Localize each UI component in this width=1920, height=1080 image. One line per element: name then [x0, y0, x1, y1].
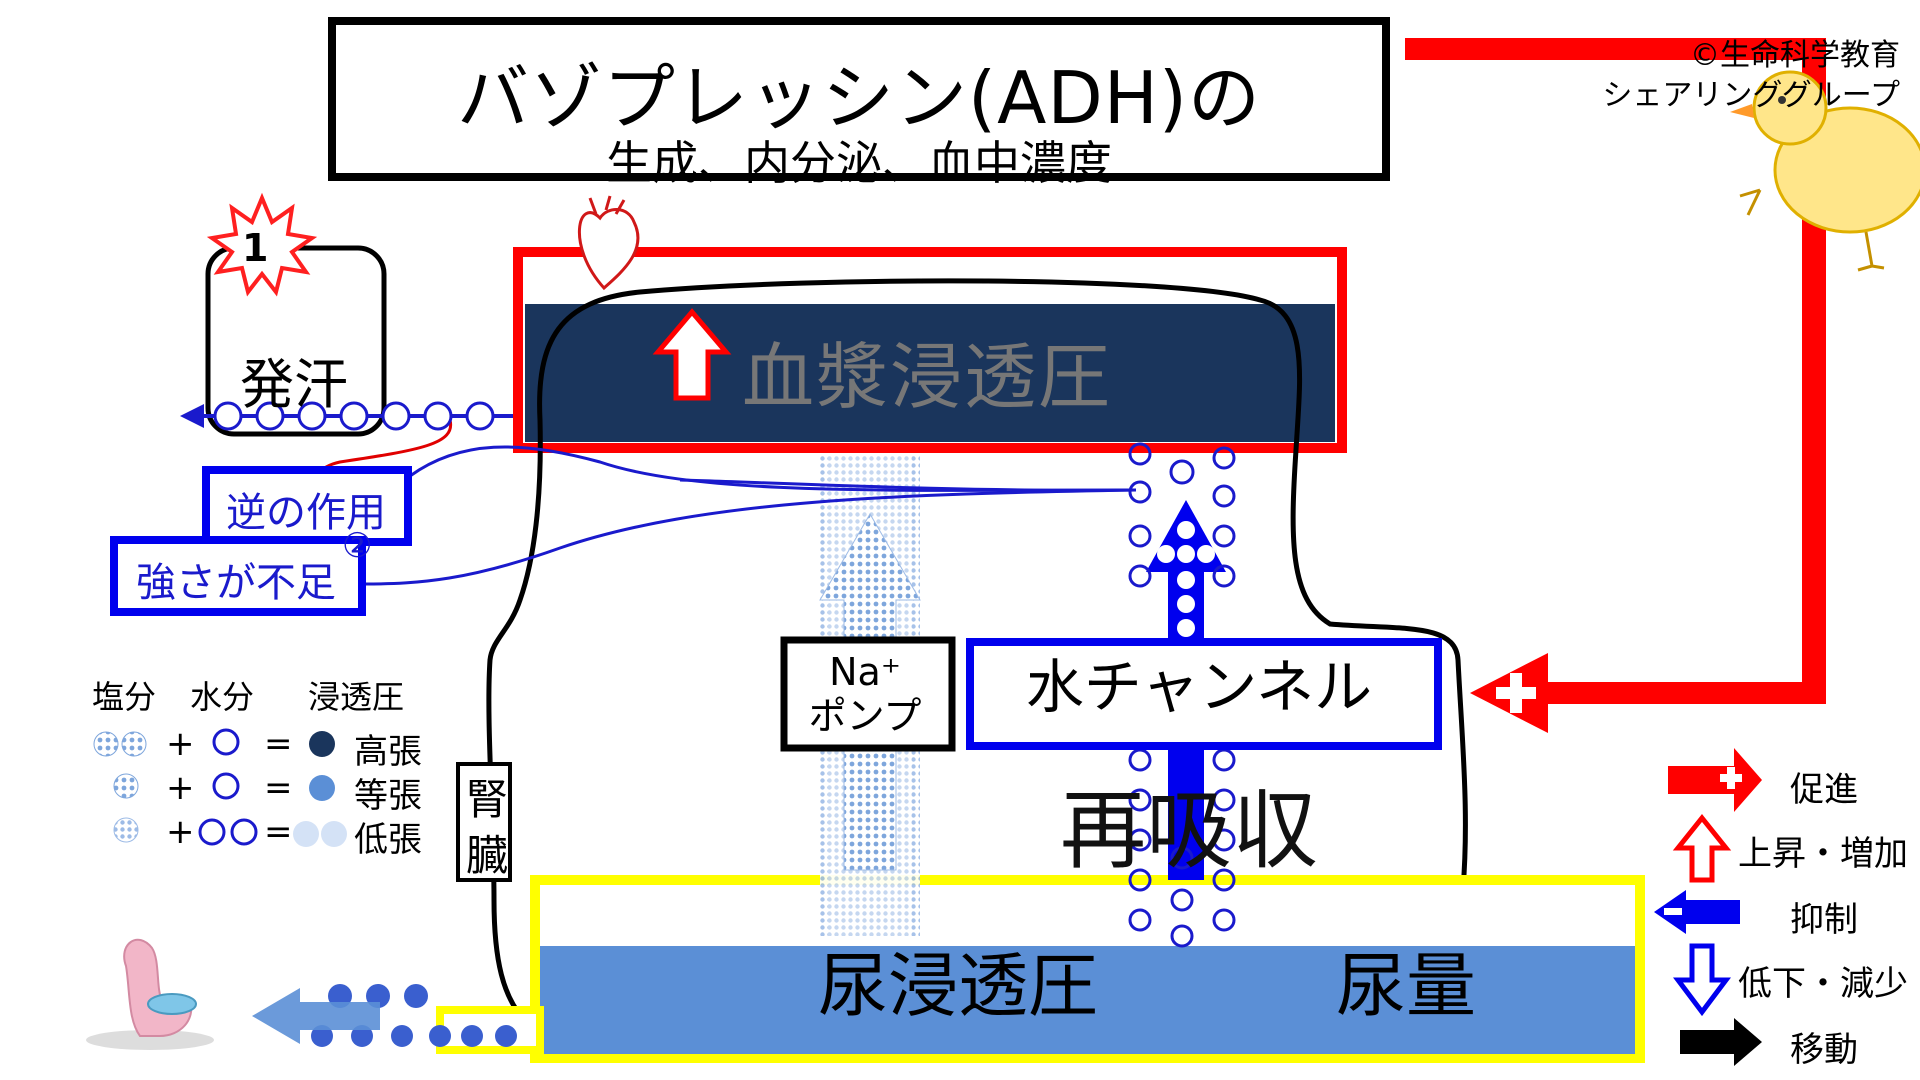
title-sub: 生成、内分泌、血中濃度	[606, 136, 1112, 190]
key-inhibit: 抑制	[1790, 900, 1858, 940]
aquaporin-label: 水チャンネル	[1025, 653, 1373, 721]
urine-osmolality-label: 尿浸透圧	[818, 945, 1098, 1027]
key-increase: 上昇・増加	[1738, 834, 1908, 874]
legend-plus-2: +	[166, 768, 195, 808]
key-arrows	[1654, 748, 1762, 1066]
na-pump-line1: Na⁺	[829, 650, 901, 694]
legend-row-iso: 等張	[354, 776, 422, 816]
sweat-water-dots	[213, 401, 495, 431]
title-main: バゾプレッシン(ADH)の	[456, 56, 1262, 140]
burst-badge-1	[206, 192, 318, 297]
legend-plus-1: +	[166, 724, 195, 764]
kidney-label: 腎 臓	[462, 772, 512, 884]
promote-arrow-icon	[1668, 748, 1762, 812]
increase-arrow-icon	[1672, 813, 1732, 883]
kidney-line1: 腎	[465, 775, 508, 824]
move-arrow-icon	[1680, 1018, 1762, 1066]
na-pump-line2: ポンプ	[808, 694, 922, 738]
urine-outflow	[252, 984, 544, 1054]
credit-line2: シェアリンググループ	[1602, 78, 1900, 113]
legend-eq-2: =	[264, 768, 293, 808]
legend-plus-3: +	[166, 812, 195, 852]
key-promote: 促進	[1790, 770, 1858, 810]
legend-symbols	[93, 728, 347, 847]
urine-fill	[540, 946, 1635, 1054]
plasma-label: 血漿浸透圧	[742, 335, 1113, 419]
title-box: バゾプレッシン(ADH)の 生成、内分泌、血中濃度	[328, 17, 1390, 190]
legend-eq-1: =	[264, 724, 293, 764]
credit-line1: ©生命科学教育	[1690, 38, 1900, 73]
feedback-red-line	[1405, 38, 1826, 733]
water-dots-inner	[1157, 521, 1215, 637]
legend-row-low: 低張	[354, 820, 422, 860]
link-line-insufficient	[363, 488, 1137, 586]
reabsorption-label: 再吸収	[1060, 781, 1318, 881]
legend-header-osm: 浸透圧	[308, 678, 405, 716]
na-pump-label: Na⁺ ポンプ	[790, 650, 940, 738]
kidney-line2: 臓	[465, 831, 508, 880]
aquaporin-box	[966, 638, 1442, 750]
key-move: 移動	[1790, 1030, 1858, 1070]
insufficient-box	[110, 536, 366, 616]
badge-2: ②	[342, 526, 373, 566]
badge-1: 1	[242, 226, 269, 270]
heart-icon	[578, 195, 640, 291]
legend-eq-3: =	[264, 812, 293, 852]
plasma-up-arrow	[652, 308, 732, 401]
toilet-icon	[86, 938, 214, 1050]
opposite-label: 逆の作用	[226, 490, 386, 536]
plasma-fill	[525, 304, 1335, 442]
key-decrease: 低下・減少	[1738, 964, 1908, 1004]
insufficient-label: 強さが不足	[136, 560, 336, 606]
decrease-arrow-icon	[1673, 943, 1731, 1017]
na-pump-box	[780, 636, 956, 752]
duck-illustration	[1730, 70, 1920, 272]
inhibit-arrow-icon	[1654, 890, 1740, 934]
water-dots-side	[1128, 442, 1236, 948]
kidney-label-box	[456, 762, 512, 882]
legend-header-salt: 塩分	[92, 678, 157, 716]
credit: ©生命科学教育 シェアリンググループ	[1602, 36, 1900, 116]
legend-row-high: 高張	[354, 732, 422, 772]
legend-header-water: 水分	[190, 678, 255, 716]
urine-volume-label: 尿量	[1336, 945, 1476, 1027]
sweat-label: 発汗	[240, 353, 348, 416]
